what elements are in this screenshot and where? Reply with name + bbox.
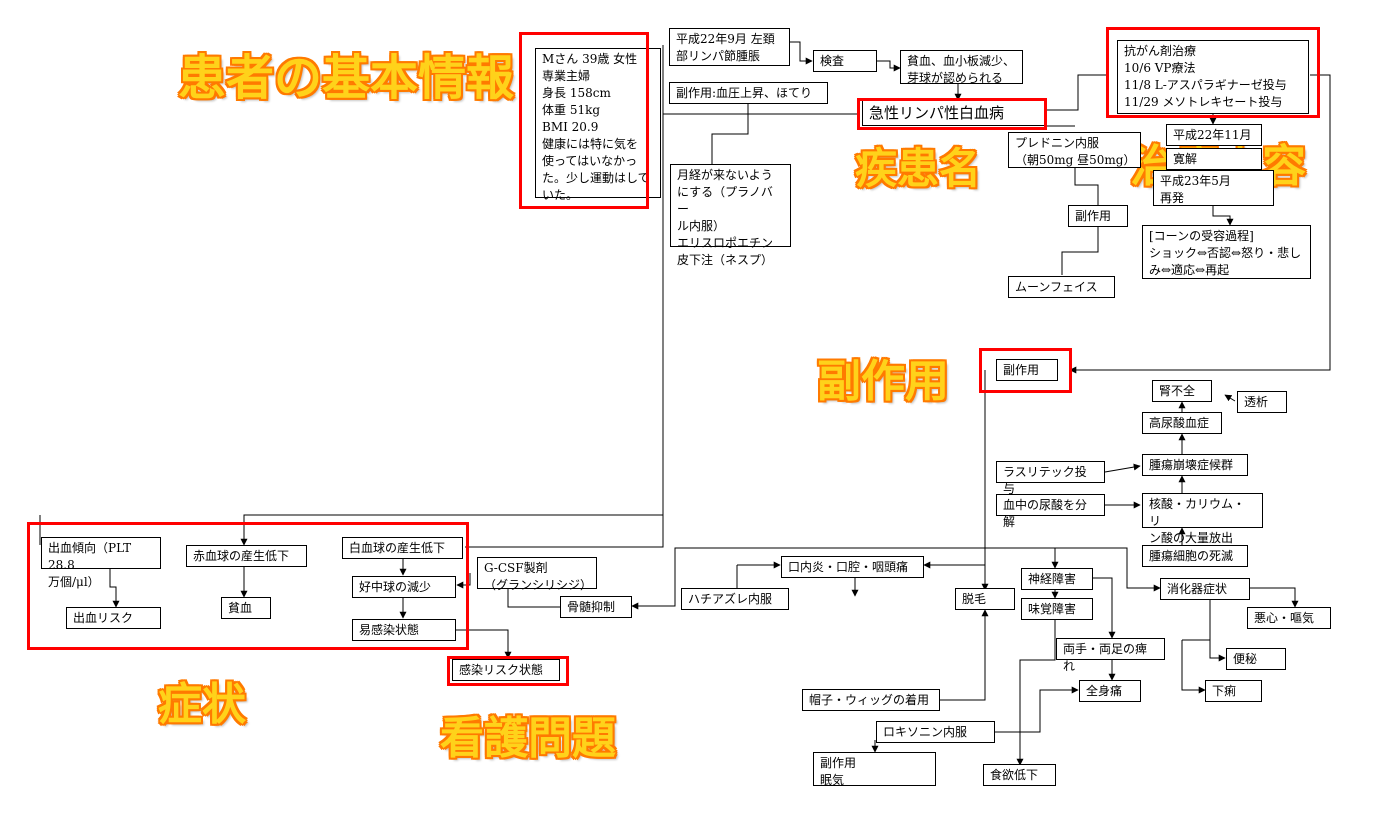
highlight-symptoms bbox=[27, 522, 469, 650]
body-pain-node: 全身痛 bbox=[1079, 680, 1141, 702]
neutropenia-node: 好中球の減少 bbox=[352, 576, 456, 598]
category-disease: 疾患名 bbox=[855, 144, 982, 193]
highlight-disease bbox=[857, 98, 1047, 130]
highlight-nursing bbox=[447, 656, 569, 686]
h22-11-node: 平成22年11月 bbox=[1166, 124, 1262, 146]
anemia-node: 貧血 bbox=[221, 597, 271, 619]
taste-disorder-node: 味覚障害 bbox=[1021, 598, 1093, 620]
hyperuricemia-node: 高尿酸血症 bbox=[1142, 412, 1222, 434]
side-effect-main-node: 副作用 bbox=[996, 359, 1058, 381]
category-nursing: 看護問題 bbox=[440, 713, 616, 764]
gi-symptoms-node: 消化器症状 bbox=[1160, 578, 1250, 600]
chemo-node: 抗がん剤治療 10/6 VP療法 11/8 L-アスパラギナーゼ投与 11/29… bbox=[1117, 40, 1309, 114]
patient-profile: Mさん 39歳 女性 専業主婦 身長 158cm 体重 51kg BMI 20.… bbox=[535, 48, 661, 202]
highlight-side-effect bbox=[979, 348, 1072, 393]
numbness-node: 両手・両足の痺れ bbox=[1056, 638, 1165, 673]
neuropathy-node: 神経障害 bbox=[1021, 568, 1093, 590]
wbc-decrease-node: 白血球の産生低下 bbox=[342, 537, 463, 559]
side-effect-pred-node: 副作用 bbox=[1068, 205, 1128, 227]
tls-node: 腫瘍崩壊症候群 bbox=[1142, 454, 1248, 476]
uric-decomp-node: 血中の尿酸を分解 bbox=[996, 494, 1105, 529]
bleeding-risk-node: 出血リスク bbox=[66, 607, 161, 629]
nausea-node: 悪心・嘔気 bbox=[1247, 607, 1331, 629]
renal-failure-node: 腎不全 bbox=[1152, 380, 1212, 402]
alopecia-node: 脱毛 bbox=[955, 588, 1015, 610]
highlight-patient-info bbox=[519, 32, 649, 209]
rbc-decrease-node: 赤血球の産生低下 bbox=[186, 545, 307, 567]
acceptance-node: [コーンの受容過程] ショック⇔否認⇔怒り・悲し み⇔適応⇔再起 bbox=[1142, 225, 1311, 279]
bleeding-node: 出血傾向（PLT 28.8 万個/μl） bbox=[41, 537, 161, 589]
appetite-loss-node: 食欲低下 bbox=[983, 764, 1056, 786]
prednisolone-node: プレドニン内服 （朝50mg 昼50mg） bbox=[1008, 132, 1141, 168]
category-patient-info: 患者の基本情報 bbox=[178, 50, 515, 106]
remission-node: 寛解 bbox=[1166, 148, 1262, 170]
onset-node: 平成22年9月 左頚 部リンパ節腫脹 bbox=[669, 28, 790, 66]
infection-prone-node: 易感染状態 bbox=[352, 619, 456, 641]
infection-risk-node: 感染リスク状態 bbox=[452, 659, 560, 681]
marrow-suppression-node: 骨髄抑制 bbox=[560, 596, 632, 618]
moonface-node: ムーンフェイス bbox=[1008, 276, 1115, 298]
menses-node: 月経が来ないよう にする（プラノバー ル内服） エリスロポエチン 皮下注（ネスプ… bbox=[670, 164, 791, 267]
stomatitis-node: 口内炎・口腔・咽頭痛 bbox=[781, 556, 924, 578]
rasuritek-node: ラスリテック投与 bbox=[996, 461, 1105, 496]
exam-node: 検査 bbox=[813, 50, 877, 72]
release-node: 核酸・カリウム・リ ン酸の大量放出 bbox=[1142, 493, 1263, 545]
dialysis-node: 透析 bbox=[1237, 391, 1287, 413]
diarrhea-node: 下痢 bbox=[1205, 680, 1262, 702]
gcsf-node: G-CSF製剤 （グランシリシジ） bbox=[477, 557, 597, 592]
side-effect-bp-node: 副作用:血圧上昇、ほてり bbox=[669, 82, 828, 104]
hat-wig-node: 帽子・ウィッグの着用 bbox=[802, 689, 940, 711]
tumor-death-node: 腫瘍細胞の死滅 bbox=[1142, 545, 1248, 567]
findings-node: 貧血、血小板減少、 芽球が認められる bbox=[900, 50, 1023, 85]
loxonin-node: ロキソニン内服 bbox=[876, 721, 995, 743]
category-side-effect: 副作用 bbox=[817, 356, 949, 407]
side-effect-loxonin-node: 副作用 眠気 bbox=[813, 752, 936, 787]
relapse-node: 平成23年5月 再発 bbox=[1153, 170, 1274, 206]
hachiazure-node: ハチアズレ内服 bbox=[681, 588, 789, 610]
highlight-treatment bbox=[1106, 27, 1320, 118]
constipation-node: 便秘 bbox=[1226, 648, 1286, 670]
category-symptoms: 症状 bbox=[158, 679, 246, 730]
